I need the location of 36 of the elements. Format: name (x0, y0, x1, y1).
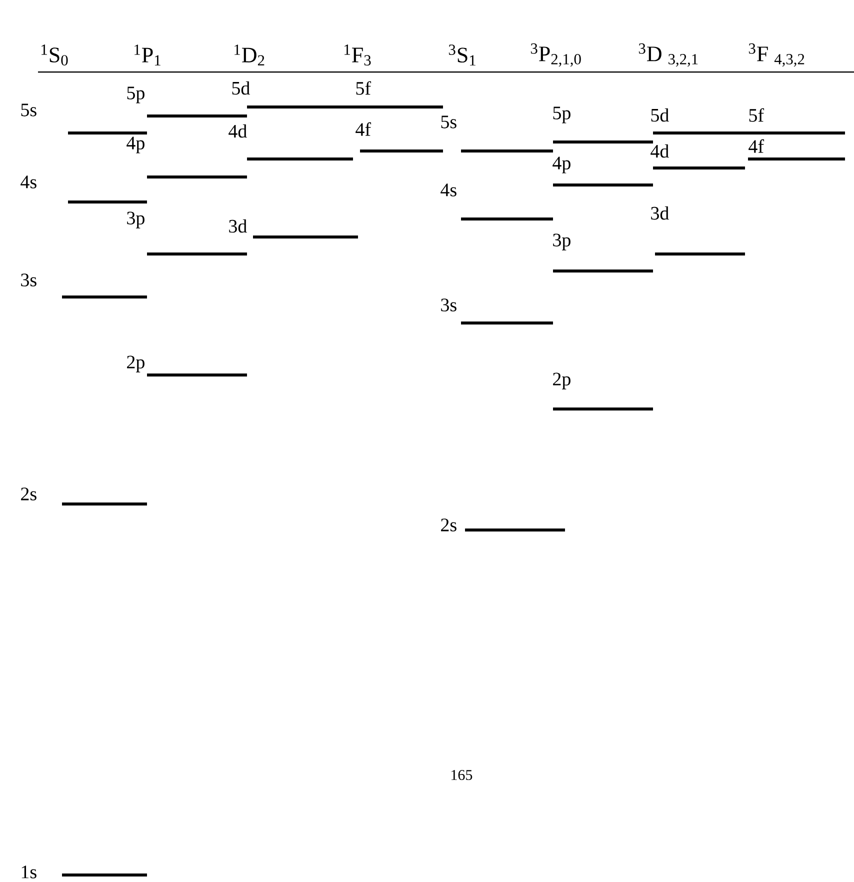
level-label: 2s (441, 518, 456, 532)
level-label: 5d (232, 81, 250, 95)
level-label: 5d (651, 108, 669, 122)
level-label: 3s (441, 298, 456, 312)
level-label: 5p (553, 106, 570, 124)
level-label: 4p (552, 156, 570, 174)
level-label: 3d (651, 206, 669, 220)
level-label: 1s (22, 866, 36, 878)
level-label: 4f (748, 139, 764, 153)
level-label: 4s (440, 184, 456, 196)
level-label: 3s (21, 274, 36, 286)
page-number: 165 (452, 770, 472, 780)
level-label: 2p (553, 372, 570, 390)
level-label: 5s (21, 104, 36, 116)
term-symbol: $^{3}$D $_{3,2,1}$ (638, 43, 698, 67)
term-symbol: $^{3}$F $_{4,3,2}$ (748, 43, 804, 67)
level-label: 5f (356, 81, 372, 95)
term-symbol: $^{3}$P$_{2,1,0}$ (530, 43, 581, 67)
term-symbol: $^{1}$S$_{0}$ (42, 44, 68, 66)
level-label: 4d (228, 124, 247, 138)
level-label: 3p (553, 234, 570, 250)
level-label: 4f (356, 122, 372, 136)
level-label: 4s (20, 176, 36, 188)
term-symbol: $^{3}$S$_{1}$ (448, 44, 476, 66)
level-label: 4d (650, 144, 669, 158)
level-label: 5s (441, 116, 456, 128)
level-label: 4p (126, 136, 144, 154)
level-label: 2p (127, 356, 144, 372)
term-symbol: $^{1}$D$_{2}$ (234, 44, 264, 66)
level-label: 3p (127, 212, 144, 228)
level-label: 3d (229, 219, 247, 233)
term-symbol: $^{1}$F$_{3}$ (344, 44, 371, 66)
level-label: 5p (127, 86, 144, 104)
term-symbol: $^{1}$P$_{1}$ (134, 44, 160, 66)
level-label: 2s (21, 488, 36, 500)
level-label: 5f (749, 108, 764, 122)
